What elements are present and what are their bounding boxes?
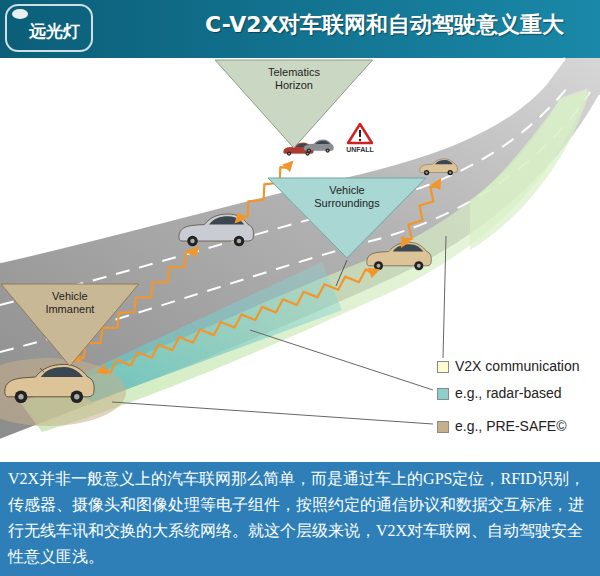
title-box: C-V2X对车联网和自动驾驶意义重大 <box>205 12 564 38</box>
legend-text: e.g., PRE-SAFE© <box>455 418 566 434</box>
triangle-outline <box>268 178 426 258</box>
leader-line <box>250 330 433 390</box>
car <box>420 159 458 175</box>
road <box>0 58 600 440</box>
car <box>304 140 334 153</box>
car <box>367 242 432 270</box>
logo-frame <box>6 5 92 51</box>
road-edge <box>0 95 600 440</box>
triangle-label: Vehicle Surroundings <box>307 184 387 210</box>
caption-box: V2X并非一般意义上的汽车联网那么简单，而是通过车上的GPS定位，RFID识别，… <box>8 466 594 570</box>
legend-text: e.g., radar-based <box>455 385 562 401</box>
sign-label: UNFALL <box>345 146 375 154</box>
leader-line <box>443 236 446 358</box>
v2x-signal <box>98 269 378 373</box>
car <box>179 214 253 246</box>
triangle-text: Telematics Horizon <box>251 66 337 92</box>
leader-line <box>40 368 44 372</box>
triangle-text: Vehicle Immanent <box>35 290 105 316</box>
triangle-label: Telematics Horizon <box>251 66 337 92</box>
legend-row: e.g., radar-based <box>437 385 562 401</box>
text-band <box>0 462 600 576</box>
legend-swatch <box>437 361 449 373</box>
scope-triangle: Vehicle Immanent <box>1 284 139 366</box>
scope-triangle: Vehicle Surroundings <box>268 178 426 258</box>
legend-text: V2X communication <box>455 358 580 374</box>
label-box: 远光灯 <box>28 22 81 42</box>
scope-triangle: Telematics Horizon <box>215 60 373 148</box>
warning-mark <box>359 139 361 141</box>
triangle-outline <box>215 60 373 148</box>
triangle-label: Vehicle Immanent <box>35 290 105 316</box>
legend-swatch <box>437 388 449 400</box>
logo-text: 远光灯 <box>28 22 81 42</box>
legend-row: e.g., PRE-SAFE© <box>437 418 566 434</box>
warning-sign <box>348 124 372 143</box>
logo-lamp <box>12 9 28 19</box>
triangle-text: Vehicle Surroundings <box>307 184 387 210</box>
label-box: UNFALL <box>345 146 375 154</box>
triangle-outline <box>1 284 139 366</box>
legend-swatch <box>437 421 449 433</box>
car <box>5 364 94 403</box>
caption: V2X并非一般意义上的汽车联网那么简单，而是通过车上的GPS定位，RFID识别，… <box>8 466 594 570</box>
leader-line <box>112 402 433 424</box>
header-band <box>0 0 600 58</box>
title: C-V2X对车联网和自动驾驶意义重大 <box>205 12 564 38</box>
pre-safe-zone <box>0 358 126 426</box>
warning-mark <box>359 130 361 137</box>
legend-row: V2X communication <box>437 358 580 374</box>
v2x-zone <box>470 90 590 250</box>
